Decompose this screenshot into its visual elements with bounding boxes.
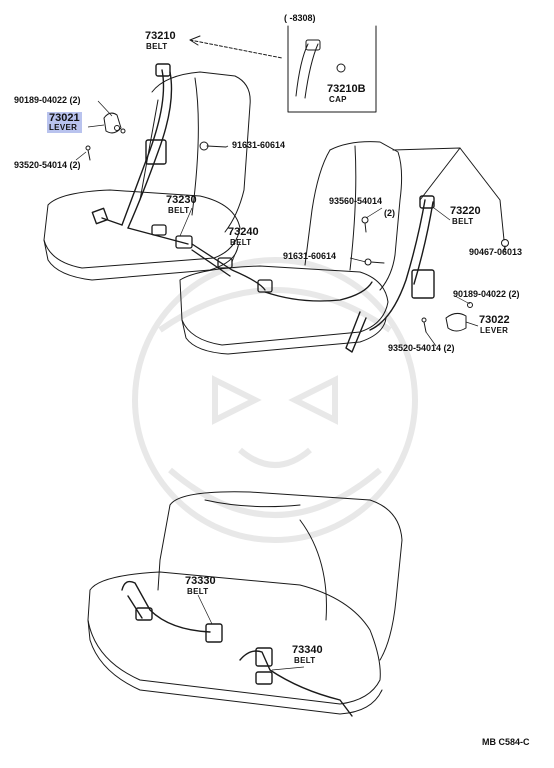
part-73021-name: LEVER: [49, 123, 78, 132]
belt-73210-drawing: [91, 63, 189, 245]
part-91631-right-number: 91631-60614: [283, 251, 337, 261]
part-73210b-number: 73210B: [327, 83, 366, 95]
part-90467-number: 90467-06013: [469, 247, 523, 257]
part-73330-name: BELT: [187, 587, 209, 596]
front-right-seat: [179, 141, 403, 355]
part-73210-number: 73210: [145, 30, 176, 42]
leader-lines: [75, 100, 506, 671]
part-93520-left-number: 93520-54014 (2): [14, 160, 81, 170]
part-73340-number: 73340: [292, 644, 323, 656]
front-left-seat: [43, 71, 251, 281]
part-73330-number: 73330: [185, 575, 216, 587]
watermark-emblem: [132, 257, 418, 543]
rear-belts-drawing: [121, 580, 353, 717]
belt-73220-drawing: [345, 195, 435, 353]
part-73230-number: 73230: [166, 194, 197, 206]
buckle-belts-drawing: [151, 224, 373, 302]
part-73340-name: BELT: [294, 656, 316, 665]
part-73240-name: BELT: [230, 238, 252, 247]
part-73210-name: BELT: [146, 42, 168, 51]
rear-seat: [87, 491, 403, 715]
part-90189-right-number: 90189-04022 (2): [453, 289, 520, 299]
part-73210b-name: CAP: [329, 95, 347, 104]
part-91631-left-number: 91631-60614: [232, 140, 286, 150]
part-73021-highlight[interactable]: 73021 LEVER: [47, 112, 82, 133]
part-73230-name: BELT: [168, 206, 190, 215]
lever-73021-drawing: [85, 112, 126, 161]
part-73220-number: 73220: [450, 205, 481, 217]
part-73220-name: BELT: [452, 217, 474, 226]
part-90189-left-number: 90189-04022 (2): [14, 95, 81, 105]
part-73021-number: 73021: [49, 112, 80, 124]
right-callout-bracket: [392, 147, 505, 241]
part-73022-number: 73022: [479, 314, 510, 326]
part-93560-number: 93560-54014: [329, 196, 383, 206]
part-73022-name: LEVER: [480, 326, 509, 335]
part-93520-right-number: 93520-54014 (2): [388, 343, 455, 353]
inset-range-label: ( -8308): [284, 13, 316, 23]
part-93560-qty: (2): [384, 208, 395, 218]
bolt-91631-left-drawing: [199, 141, 227, 151]
inset-box-drawing: [189, 25, 377, 113]
figure-code: MB C584-C: [482, 737, 530, 747]
part-73240-number: 73240: [228, 226, 259, 238]
